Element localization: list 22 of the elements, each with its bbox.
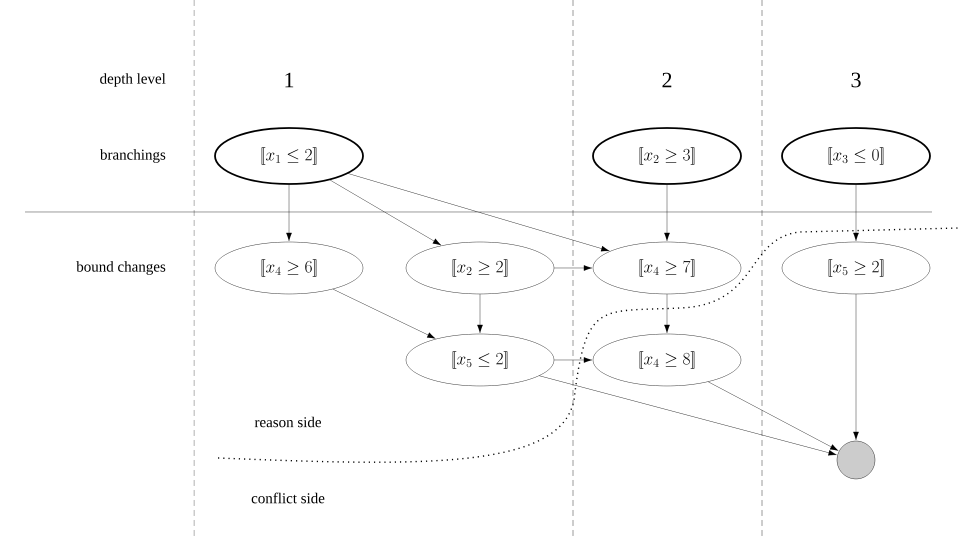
arrow (348, 173, 610, 252)
arrow (554, 357, 592, 363)
arrow (286, 184, 292, 242)
arrow (554, 265, 592, 271)
arrow (853, 294, 859, 440)
depth-number: 2 (662, 72, 672, 88)
arrow (664, 184, 670, 242)
row-label: branchings (100, 149, 166, 163)
conflict-node (836, 440, 876, 480)
arrow (664, 294, 670, 334)
arrow (708, 382, 838, 451)
row-label: depth level (100, 73, 166, 87)
depth-number: 3 (852, 72, 861, 88)
side-label: reason side (254, 416, 322, 428)
row-label: bound changes (76, 261, 166, 275)
arrow (332, 288, 436, 339)
depth-number: 1 (285, 72, 294, 88)
arrow (539, 376, 837, 456)
arrow (477, 294, 483, 334)
side-label: conflict side (252, 492, 324, 504)
arrow (330, 180, 442, 246)
arrow (853, 184, 859, 242)
